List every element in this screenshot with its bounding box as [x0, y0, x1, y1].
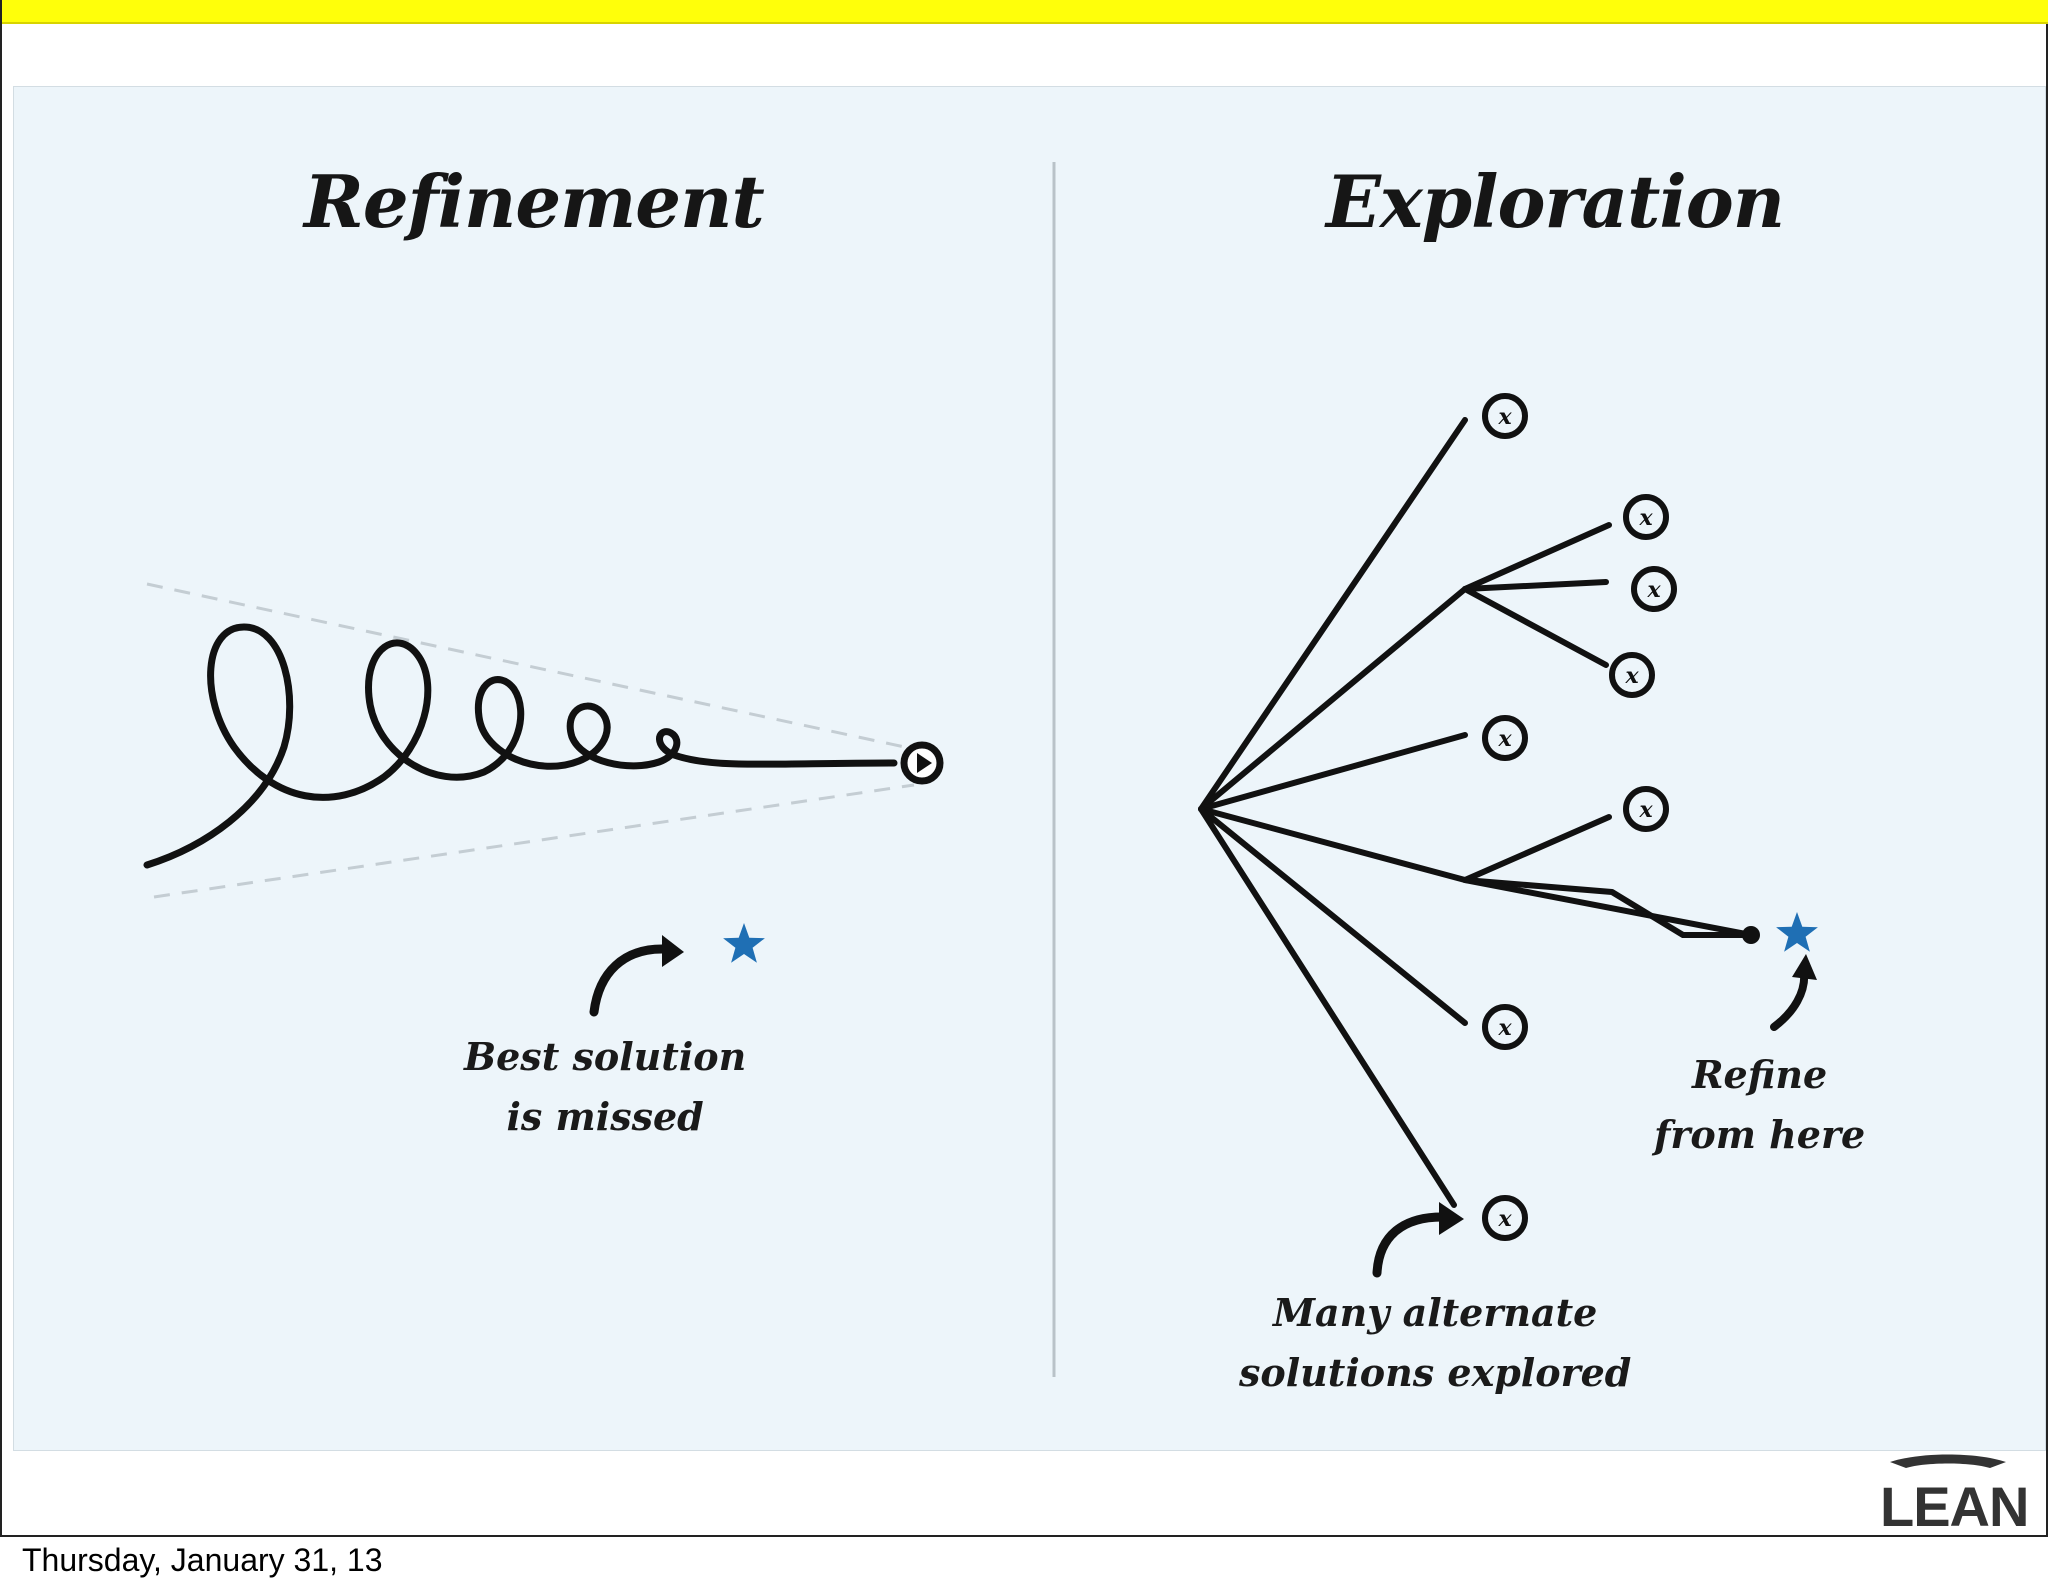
best-solution-star-icon — [1776, 912, 1818, 952]
best-solution-note: Best solution is missed — [464, 1034, 747, 1139]
start-point-icon — [900, 741, 944, 785]
missed-star-icon — [723, 923, 765, 963]
svg-text:x: x — [1638, 797, 1653, 823]
alternate-solution-icons: x x x x x x x x — [1482, 393, 1677, 1241]
refinement-title: Refinement — [304, 159, 765, 244]
svg-text:x: x — [1497, 726, 1512, 752]
diagram-panel: x x x x x x x x — [13, 86, 2046, 1451]
refine-arrow-icon — [1770, 954, 1817, 1031]
exploration-branches — [1198, 417, 1754, 1208]
refinement-loop-path — [143, 623, 898, 869]
lean-logo: LEAN — [1880, 1448, 2029, 1538]
cone-lower-edge — [153, 783, 915, 899]
diagram-drawing: x x x x x x x x — [143, 162, 1818, 1377]
refine-note: Refine from here — [1654, 1052, 1866, 1157]
slide-frame: x x x x x x x x — [0, 0, 2048, 1538]
logo-mark-icon — [1890, 1454, 2006, 1468]
alternates-arrow-icon — [1372, 1202, 1464, 1278]
cone-upper-edge — [146, 582, 915, 751]
alternates-note: Many alternate solutions explored — [1239, 1290, 1632, 1395]
curved-arrow-icon — [589, 935, 684, 1017]
svg-text:x: x — [1624, 663, 1639, 689]
svg-text:x: x — [1646, 577, 1661, 603]
accent-bar — [2, 0, 2048, 24]
exploration-title: Exploration — [1326, 159, 1785, 244]
svg-text:x: x — [1638, 505, 1653, 531]
svg-text:x: x — [1497, 1206, 1512, 1232]
svg-text:x: x — [1497, 404, 1512, 430]
refine-origin-dot — [1742, 926, 1760, 944]
footer-date: Thursday, January 31, 13 — [22, 1542, 383, 1578]
svg-text:x: x — [1497, 1015, 1512, 1041]
logo-text: LEAN — [1880, 1475, 2029, 1538]
